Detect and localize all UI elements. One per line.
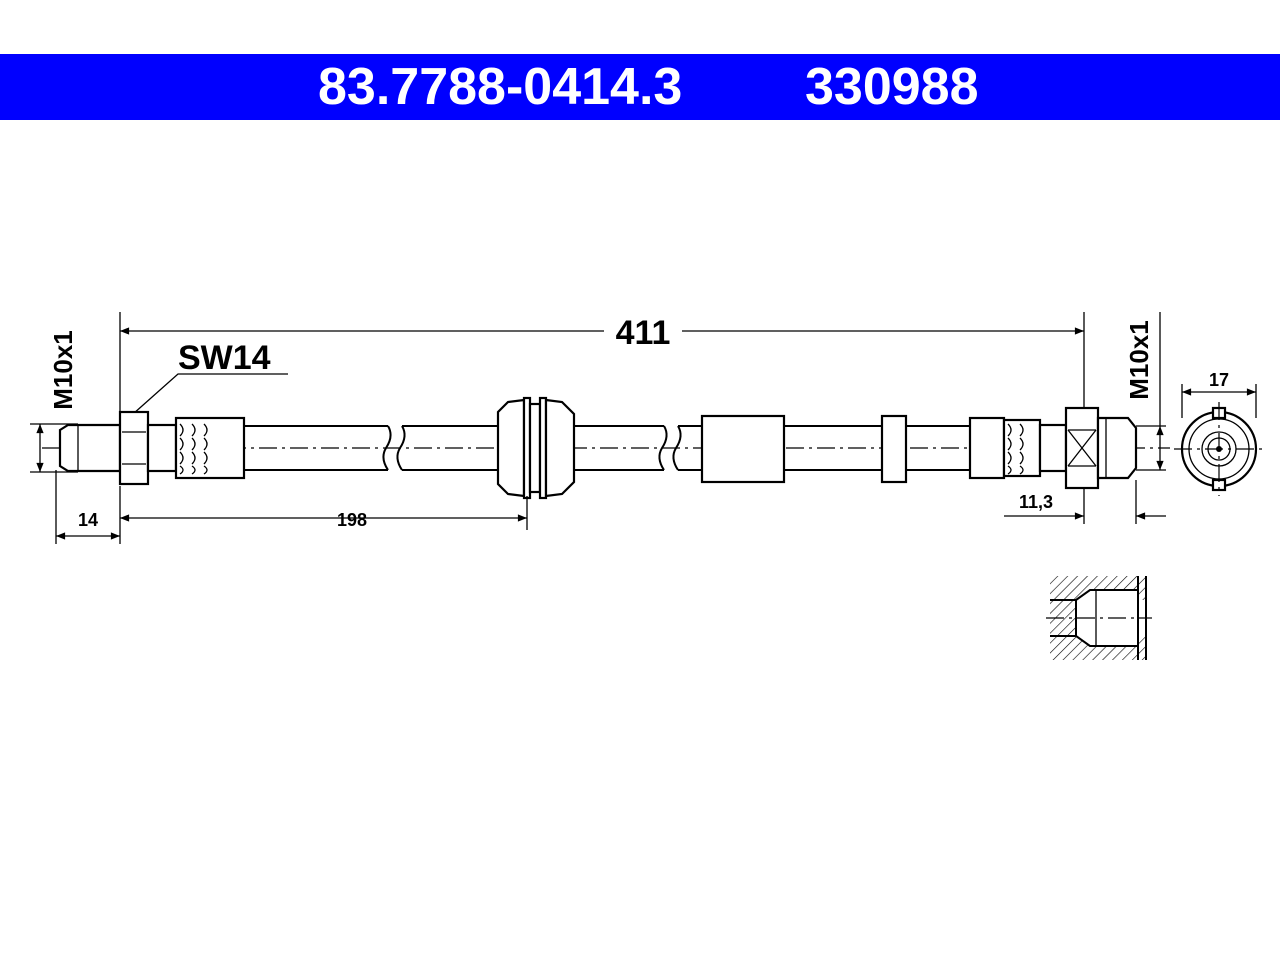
wrench-size-label: SW14: [178, 339, 271, 377]
part-number: 83.7788-0414.3: [318, 58, 683, 116]
overall-length-label: 411: [616, 314, 671, 352]
hose-segment-middle: [574, 425, 702, 471]
wrench-size-callout: SW14: [132, 339, 288, 415]
left-thread-dimension: M10x1: [30, 330, 78, 473]
right-offset-dimension: 11,3: [1004, 480, 1166, 524]
left-fitting: [58, 410, 246, 486]
end-view-width-label: 17: [1209, 370, 1229, 390]
port-section-detail: [1046, 576, 1152, 660]
hose-clip: [880, 414, 908, 484]
protective-sleeve: [700, 414, 786, 484]
title-bar: 83.7788-0414.3 330988: [0, 54, 1280, 120]
hose-segment-left: [244, 425, 498, 471]
right-offset-label: 11,3: [1019, 492, 1053, 512]
right-fitting: [968, 406, 1138, 490]
hose-segment-right: [784, 425, 882, 471]
mounting-bracket: [496, 396, 576, 500]
thread-length-label: 14: [78, 510, 98, 530]
lower-dimensions: 14 198: [55, 470, 528, 544]
bracket-distance-label: 198: [337, 510, 367, 530]
overall-length-dimension: 411: [119, 312, 1085, 430]
reference-number: 330988: [805, 58, 979, 116]
hose-segment-end: [906, 425, 970, 471]
right-thread-dimension: M10x1: [1124, 312, 1166, 471]
end-view: 17: [1174, 370, 1264, 496]
right-thread-label: M10x1: [1124, 320, 1154, 400]
left-thread-label: M10x1: [48, 330, 78, 410]
